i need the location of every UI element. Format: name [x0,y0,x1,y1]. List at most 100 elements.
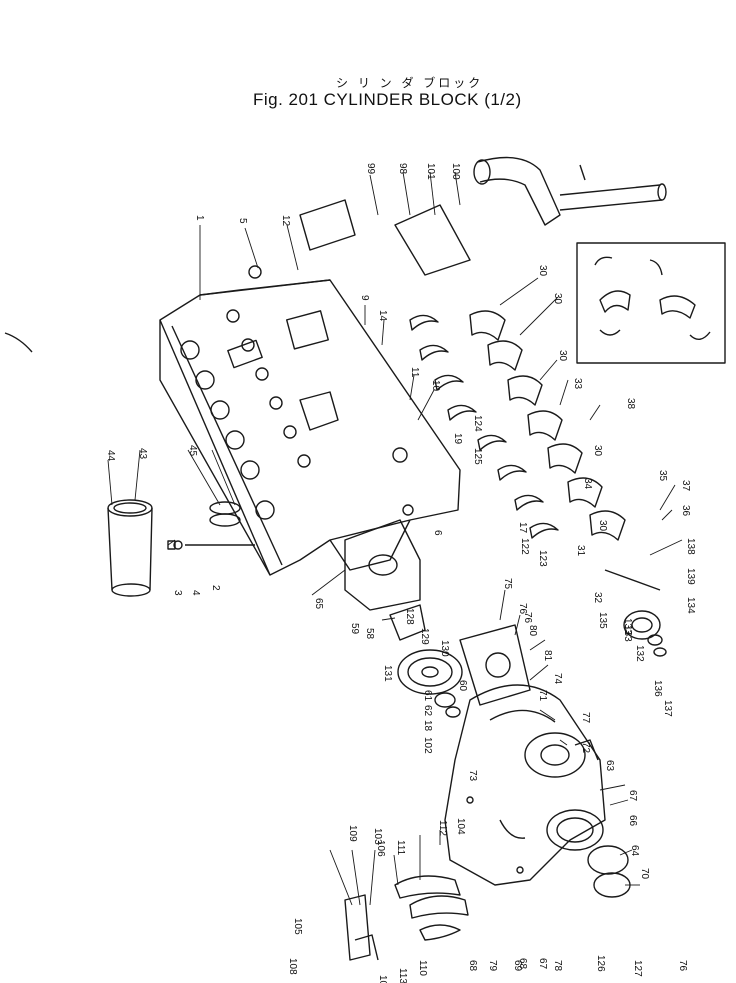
callout-number: 30 [592,445,603,457]
callout-number: 9 [359,295,370,301]
callout-number: 78 [552,960,563,972]
callout-number: 34 [582,478,593,490]
callout-number: 132 [634,645,645,662]
washer [173,540,183,550]
callout-number: 109 [347,825,358,842]
callout-number: 81 [542,650,553,662]
cylinder-liner [107,499,153,597]
callout-number: 70 [639,868,650,880]
callout-number: 64 [629,845,640,857]
callout-number: 129 [419,628,430,645]
seal-64 [587,845,629,875]
main-bearing-shells [469,310,626,541]
callout-number: 128 [404,608,415,625]
callout-number: 6 [432,530,443,536]
bracket-12 [299,199,356,251]
callout-number: 106 [375,840,386,857]
callout-number: 126 [595,955,606,972]
callout-number: 59 [349,623,360,635]
callout-number: 79 [487,960,498,972]
plate-71 [459,624,531,706]
callout-number: 2 [210,585,221,591]
callout-number: 133 [622,625,633,642]
callout-number: 43 [137,448,148,460]
callout-number: 4 [190,590,201,596]
cover-98-99 [394,204,471,276]
callout-number: 102 [422,737,433,754]
bolt-104 [354,934,379,961]
o-ring [209,513,241,527]
callout-number: 17 [517,522,528,534]
callout-number: 58 [364,628,375,640]
plug-5 [248,265,262,279]
callout-number: 30 [552,293,563,305]
callout-number: 61 [422,690,433,702]
idler-gear-130 [397,649,463,718]
callout-number: 14 [377,310,388,322]
callout-number: 44 [105,450,116,462]
callout-number: 74 [552,673,563,685]
callout-number: 100 [450,163,461,180]
callout-number: 60 [457,680,468,692]
callout-number: 65 [313,598,324,610]
callout-number: 76 [517,603,528,615]
callout-number: 139 [685,568,696,585]
callout-number: 67 [627,790,638,802]
gear-132 [604,569,667,657]
callout-number: 33 [572,378,583,390]
callout-number: 105 [292,918,303,935]
cylinder-block [159,279,461,576]
housing-65 [344,519,421,611]
callout-number: 38 [625,398,636,410]
figure-title: Fig. 201 CYLINDER BLOCK (1/2) [253,90,522,109]
callout-number: 104 [455,818,466,835]
callout-number: 135 [597,612,608,629]
bracket-128 [389,604,426,641]
callout-number: 5 [237,218,248,224]
callout-number: 68 [517,958,528,970]
callout-number: 134 [685,597,696,614]
stray-mark [4,332,33,353]
o-ring [209,501,241,515]
callout-number: 11 [409,367,420,378]
callout-number: 103 [372,828,383,845]
callout-number: 136 [652,680,663,697]
callout-number: 112 [437,820,448,836]
callout-number: 63 [604,760,615,772]
callout-number: 3 [172,590,183,596]
clamp-assembly-106 [394,875,469,941]
callout-number: 101 [425,163,436,180]
callout-number: 10 [430,380,441,392]
callout-number: 137 [662,700,673,717]
inset-bearing-detail [576,242,726,364]
callout-number: 98 [397,163,408,175]
callout-number: 66 [627,815,638,827]
callout-number: 37 [680,480,691,492]
bearing-halves [409,314,559,539]
callout-number: 12 [280,215,291,227]
callout-number: 35 [657,470,668,482]
callout-number: 113 [397,968,408,983]
callout-number: 111 [395,840,406,856]
callout-number: 31 [575,545,586,557]
title-kana: シ リ ン ダ ブロック [336,76,484,90]
callout-number: 80 [527,625,538,637]
plate-71-bore [485,652,511,678]
callout-number: 62 [422,705,433,717]
callout-number: 32 [592,592,603,604]
callout-number: 131 [382,665,393,682]
callout-number: 36 [680,505,691,517]
callout-number: 107 [377,975,388,983]
callout-number: 124 [472,415,483,432]
callout-number: 75 [502,578,513,590]
bracket-102 [344,894,371,961]
callout-number: 99 [365,163,376,175]
callout-number: 122 [519,538,530,555]
callout-number: 30 [537,265,548,277]
callout-number: 1 [194,215,205,221]
callout-number: 71 [537,690,548,702]
callout-number: 72 [580,742,591,754]
callout-number: 125 [472,448,483,465]
